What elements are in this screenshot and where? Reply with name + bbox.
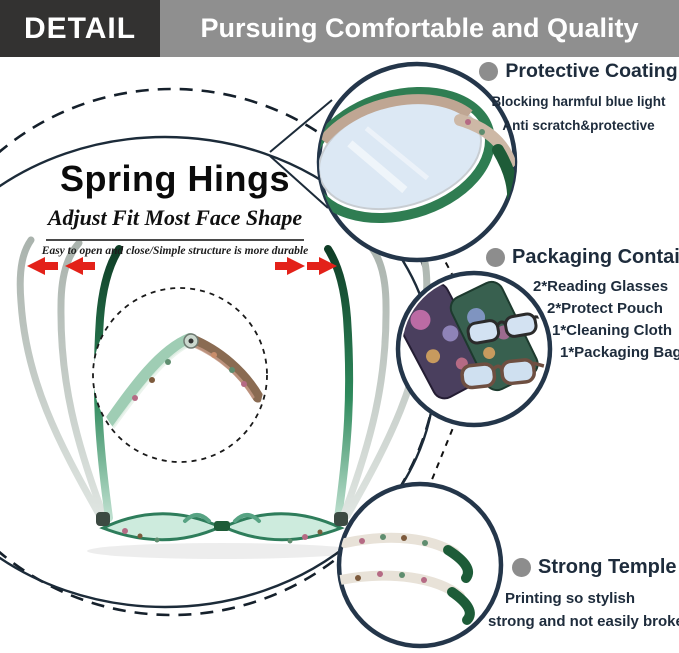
feature-line: 2*Reading Glasses: [533, 278, 669, 295]
feature-heading-row: Strong Temple: [512, 556, 679, 579]
hero-text-block: Spring Hings Adjust Fit Most Face Shape …: [10, 158, 340, 257]
feature-heading-row: Protective Coating: [478, 60, 679, 83]
feature-lines: Blocking harmful blue light Anti scratch…: [478, 90, 679, 138]
feature-title: Protective Coating: [505, 60, 678, 82]
feature-packaging-contains: Packaging Contains 2*Reading Glasses 2*P…: [478, 246, 679, 364]
protective-coating-photo-circle: [316, 61, 518, 263]
feature-line: 2*Protect Pouch: [547, 300, 663, 317]
hero-title: Spring Hings: [60, 158, 290, 199]
banner-title: Pursuing Comfortable and Quality: [200, 13, 639, 43]
feature-lines: Printing so stylish strong and not easil…: [478, 587, 679, 633]
hero-subtitle: Adjust Fit Most Face Shape: [47, 205, 303, 230]
feature-line: Printing so stylish: [505, 590, 636, 607]
feature-line: Anti scratch&protective: [502, 118, 655, 133]
callout-lines: [269, 99, 333, 209]
gray-dot-icon: [486, 248, 505, 267]
feature-strong-temple: Strong Temple Printing so stylish strong…: [478, 556, 679, 633]
feature-title: Strong Temple: [538, 556, 677, 578]
feature-line: 1*Cleaning Cloth: [552, 322, 673, 339]
feature-line: Blocking harmful blue light: [491, 94, 666, 109]
packaging-photo-circle: [395, 270, 553, 428]
feature-lines: 2*Reading Glasses 2*Protect Pouch 1*Clea…: [478, 276, 679, 364]
hero-divider: [46, 239, 304, 241]
strong-temple-photo-circle: [336, 481, 504, 649]
feature-line: 1*Packaging Bags: [560, 344, 679, 361]
feature-title: Packaging Contains: [512, 246, 679, 268]
hero-glasses-photo: [16, 236, 431, 559]
hero-note: Easy to open and close/Simple structure …: [41, 245, 309, 257]
feature-line: strong and not easily broken: [488, 613, 679, 630]
banner: Pursuing Comfortable and Quality: [160, 0, 679, 57]
red-spread-arrow-icons: [27, 257, 337, 275]
detail-label-box: DETAIL: [0, 0, 160, 57]
gray-dot-icon: [512, 558, 531, 577]
hinge-closeup-circle: [92, 287, 268, 463]
gray-dot-icon: [479, 62, 499, 81]
detail-label: DETAIL: [23, 11, 137, 45]
feature-protective-coating: Protective Coating Blocking harmful blue…: [478, 60, 679, 138]
feature-heading-row: Packaging Contains: [486, 246, 679, 269]
